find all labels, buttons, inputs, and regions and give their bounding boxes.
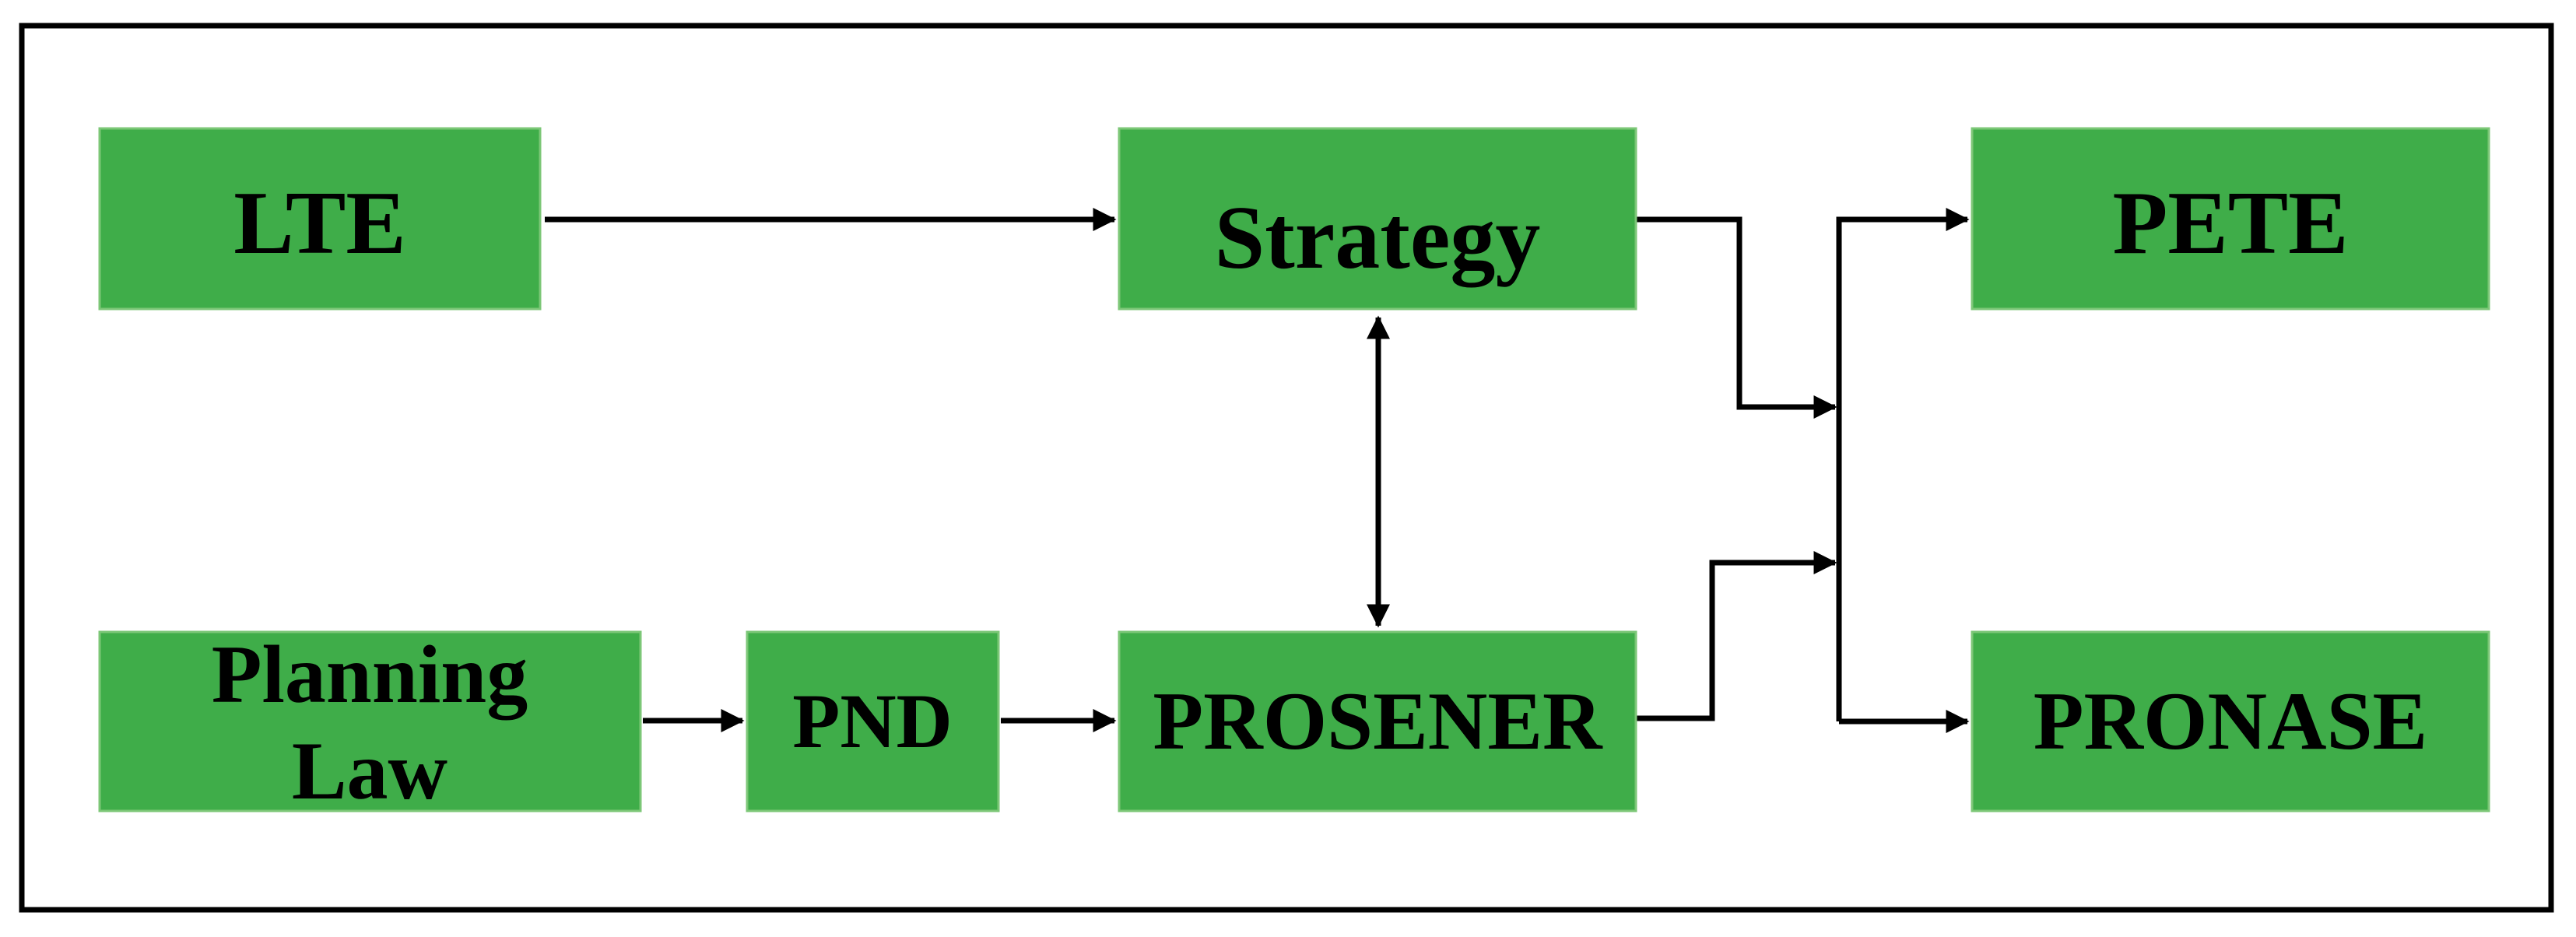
node-lte-label: LTE bbox=[233, 174, 405, 273]
node-pnd: PND bbox=[746, 630, 1000, 812]
node-pnd-label: PND bbox=[792, 678, 953, 764]
edge-prosener-to-junction bbox=[1636, 551, 1837, 721]
node-lte-box bbox=[98, 127, 542, 311]
node-pronase-box bbox=[1971, 630, 2490, 812]
node-planning-law-label-line1: Planning bbox=[212, 629, 528, 720]
node-pete: PETE bbox=[1971, 127, 2490, 311]
node-pronase-label: PRONASE bbox=[2034, 676, 2428, 767]
node-prosener: PROSENER bbox=[1118, 630, 1637, 812]
edge-junction-to-pete bbox=[1836, 208, 1970, 721]
outer-border bbox=[19, 23, 2554, 913]
node-planning-law-box bbox=[98, 630, 642, 812]
node-pete-label: PETE bbox=[2113, 174, 2349, 273]
node-pronase: PRONASE bbox=[1971, 630, 2490, 812]
node-planning-law: Planning Law bbox=[98, 629, 642, 816]
node-prosener-label: PROSENER bbox=[1153, 676, 1603, 767]
edge-strategy-to-junction bbox=[1636, 216, 1837, 419]
node-pete-box bbox=[1971, 127, 2490, 311]
node-pnd-box bbox=[746, 630, 1000, 812]
node-strategy-box bbox=[1118, 127, 1637, 311]
node-prosener-box bbox=[1118, 630, 1637, 812]
node-planning-law-label-line2: Law bbox=[292, 725, 447, 816]
node-strategy: Strategy bbox=[1118, 127, 1637, 311]
node-lte: LTE bbox=[98, 127, 542, 311]
node-strategy-label: Strategy bbox=[1215, 188, 1541, 288]
